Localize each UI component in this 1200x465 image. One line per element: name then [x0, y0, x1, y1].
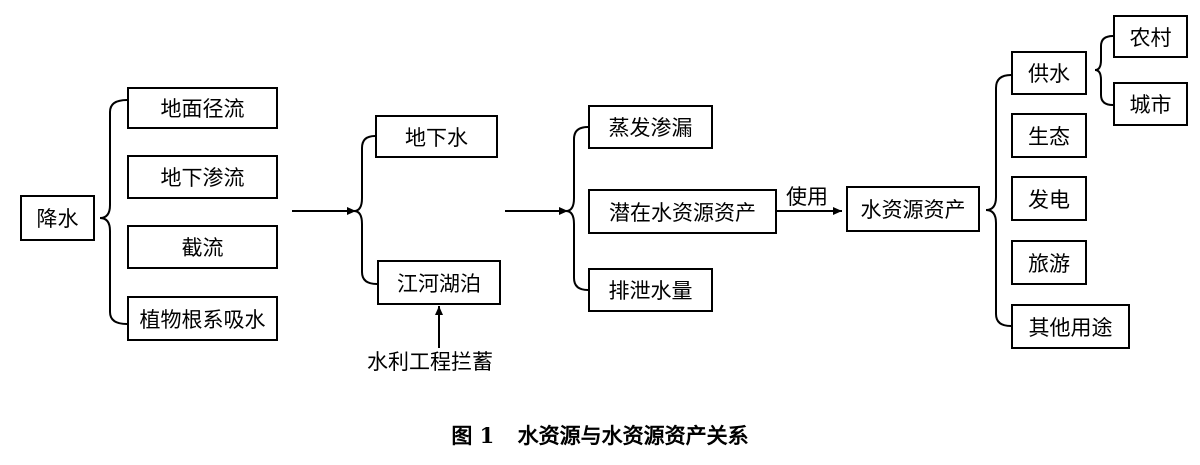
node-other-uses: 其他用途 — [1011, 304, 1130, 349]
figure-title: 水资源与水资源资产关系 — [517, 423, 749, 448]
node-potential-water-assets: 潜在水资源资产 — [588, 189, 777, 234]
brace-water-bodies — [353, 135, 378, 285]
label-use: 使用 — [786, 185, 828, 209]
brace-potential-assets — [565, 126, 589, 291]
brace-water-supply — [1094, 35, 1114, 106]
node-underground-seepage: 地下渗流 — [127, 155, 278, 199]
node-rural: 农村 — [1113, 15, 1188, 58]
node-tourism: 旅游 — [1011, 240, 1087, 285]
node-groundwater: 地下水 — [375, 115, 498, 158]
node-drainage-volume: 排泄水量 — [588, 268, 713, 312]
label-hydraulic-storage: 水利工程拦蓄 — [367, 350, 493, 374]
node-rivers-lakes: 江河湖泊 — [377, 260, 501, 305]
node-evaporation-leakage: 蒸发渗漏 — [588, 105, 713, 149]
node-water-assets: 水资源资产 — [846, 186, 980, 232]
node-urban: 城市 — [1113, 82, 1188, 126]
node-interception: 截流 — [127, 225, 278, 269]
figure-number: 图 1 — [451, 423, 495, 448]
brace-precipitation — [99, 99, 128, 325]
figure-caption: 图 1 水资源与水资源资产关系 — [0, 420, 1200, 450]
node-surface-runoff: 地面径流 — [127, 87, 278, 129]
node-ecology: 生态 — [1011, 113, 1087, 158]
node-plant-root-absorption: 植物根系吸水 — [127, 296, 278, 341]
node-precipitation: 降水 — [20, 195, 95, 241]
node-power-generation: 发电 — [1011, 176, 1087, 221]
brace-water-assets — [985, 74, 1012, 327]
node-water-supply: 供水 — [1011, 51, 1087, 95]
